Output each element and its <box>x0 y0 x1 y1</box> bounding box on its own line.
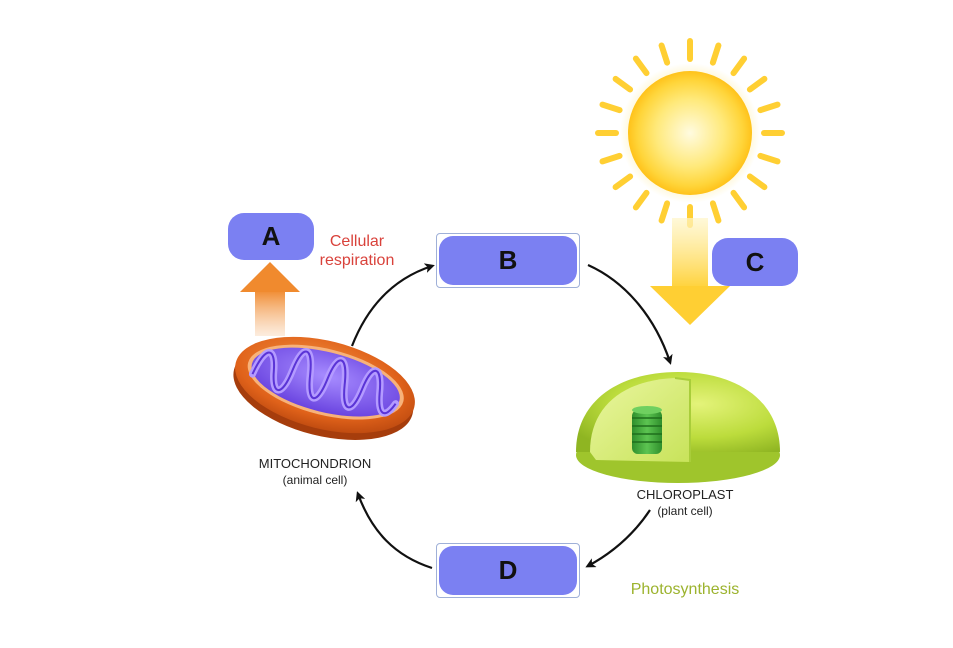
arrow-b-to-chloroplast <box>587 263 673 365</box>
label-b-frame <box>436 233 580 288</box>
chloroplast-name: CHLOROPLAST <box>636 487 734 502</box>
thylakoid-stack <box>632 406 662 454</box>
chloroplast-icon <box>576 372 780 483</box>
sun-ray <box>746 173 768 191</box>
sun-ray <box>612 173 634 191</box>
sun-ray <box>632 55 650 77</box>
mitochondrion-name: MITOCHONDRION <box>258 456 372 471</box>
mitochondrion-cell-type: (animal cell) <box>282 473 348 487</box>
label-c-text: C <box>745 246 765 277</box>
sun-ray <box>658 200 671 224</box>
label-b-text: B <box>498 245 518 275</box>
sun-ray <box>730 55 748 77</box>
label-a-text: A <box>261 221 281 251</box>
energy-release-arrow <box>240 262 300 336</box>
sun-icon <box>595 38 785 228</box>
mitochondrion-caption: MITOCHONDRION (animal cell) <box>240 456 390 488</box>
sun-ray <box>757 152 781 165</box>
sun-ray <box>757 101 781 114</box>
chloroplast-cell-type: (plant cell) <box>657 504 713 518</box>
cellular-respiration-label: Cellular respiration <box>319 233 395 269</box>
arrow-mito-to-b <box>350 263 435 347</box>
label-d-frame <box>436 543 580 598</box>
label-a-box[interactable]: A <box>228 213 314 260</box>
sunlight-arrow <box>650 218 730 325</box>
sun-ray <box>709 200 722 224</box>
sun-ray <box>632 189 650 211</box>
sun-ray <box>599 152 623 165</box>
mitochondrion-icon <box>233 336 415 440</box>
label-b-box[interactable]: B <box>439 236 577 285</box>
label-d-box[interactable]: D <box>439 546 577 595</box>
arrow-chloroplast-to-d <box>585 509 651 568</box>
sun-ray <box>709 42 722 66</box>
label-d-text: D <box>498 555 518 585</box>
sun-ray <box>599 101 623 114</box>
sun-ray <box>658 42 671 66</box>
label-c-box[interactable]: C <box>712 238 798 286</box>
sun-ray <box>730 189 748 211</box>
arrow-d-to-mito <box>355 491 433 570</box>
photosynthesis-label: Photosynthesis <box>630 581 740 598</box>
sun-ray <box>746 75 768 93</box>
chloroplast-caption: CHLOROPLAST (plant cell) <box>615 487 755 519</box>
cycle-arrows <box>350 263 673 570</box>
sun-ray <box>612 75 634 93</box>
